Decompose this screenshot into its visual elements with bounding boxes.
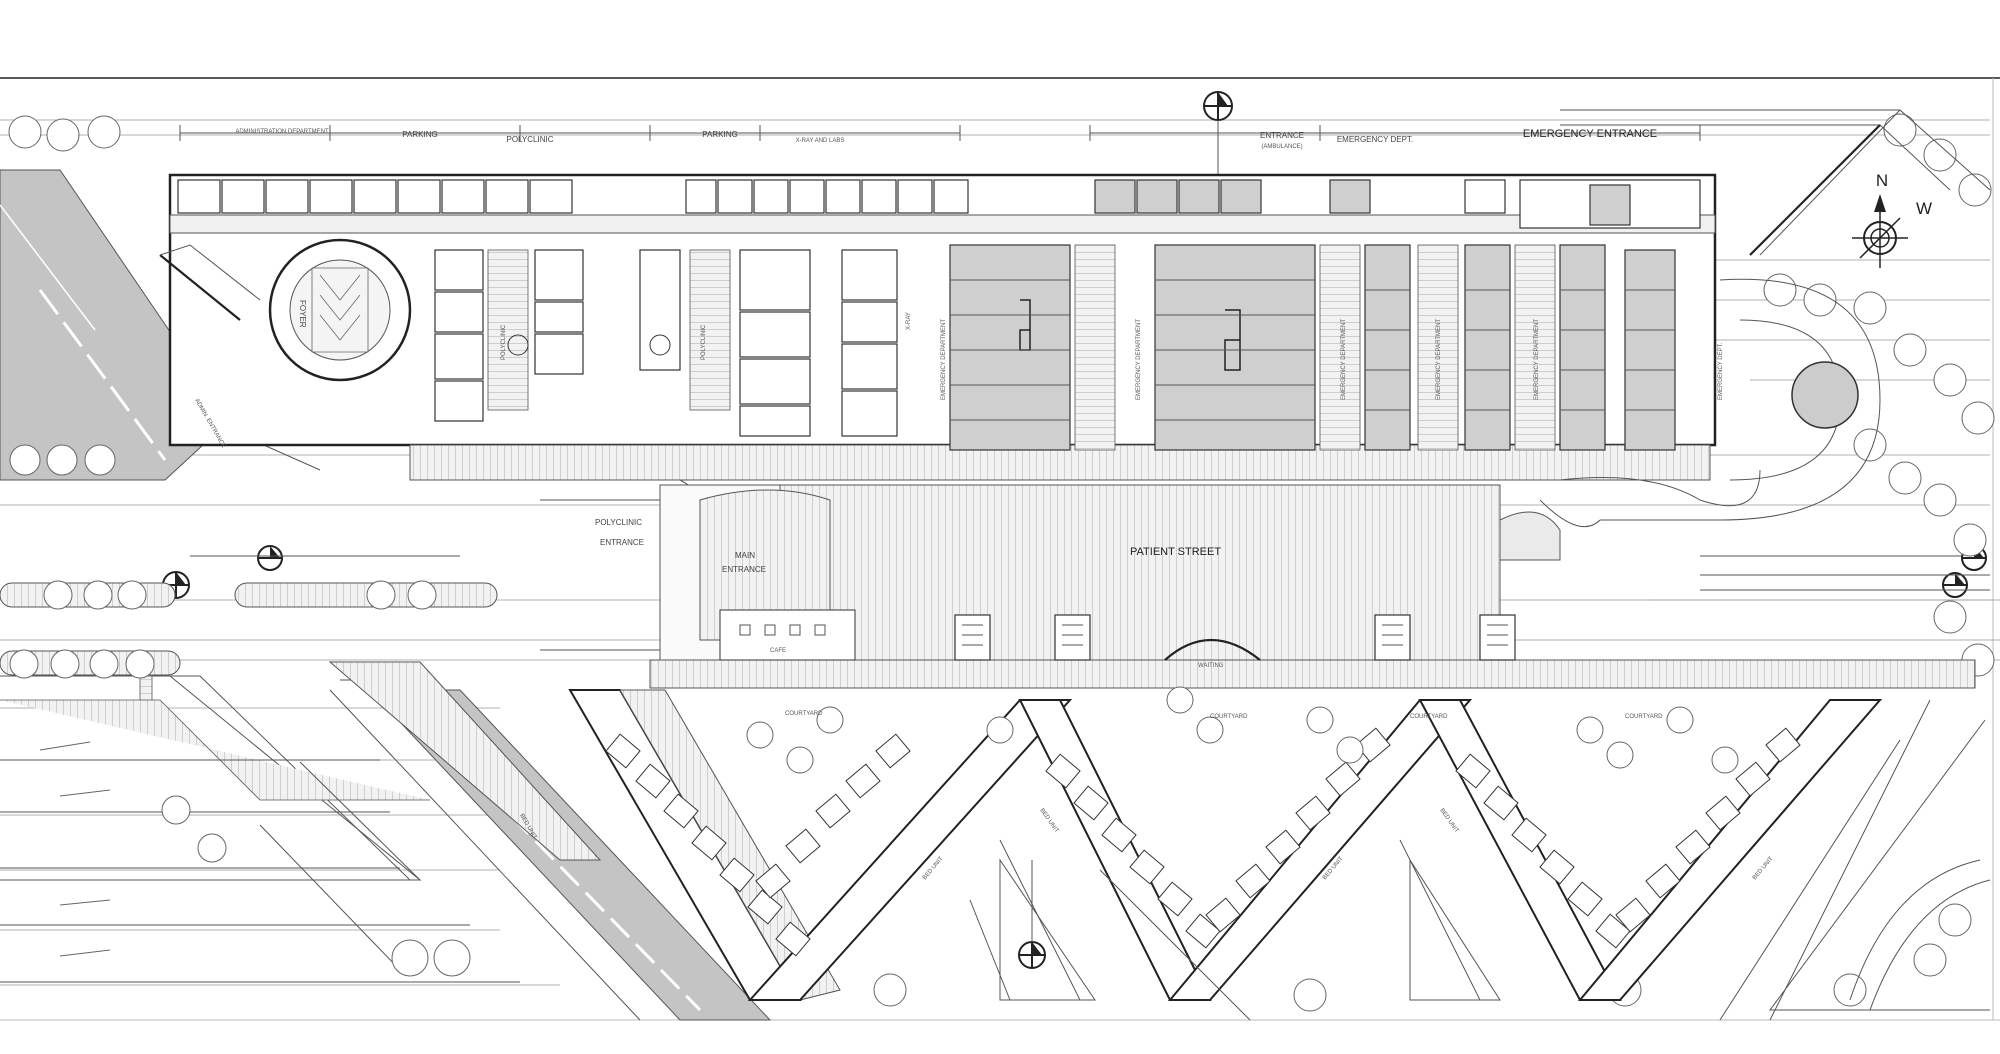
bed-units	[568, 689, 1931, 1021]
parking-lot	[0, 675, 520, 983]
bed-unit-rooms	[605, 727, 1801, 957]
section-marker-top	[1203, 91, 1233, 121]
label-bed-unit-3: BED UNIT	[1038, 808, 1059, 835]
label-emergency-wing-4: EMERGENCY DEPARTMENT	[1436, 319, 1442, 400]
emergency-blocks	[949, 244, 1676, 451]
label-parking-2: PARKING	[702, 130, 737, 139]
label-polyclinic-top: POLYCLINIC	[507, 135, 554, 144]
label-polyclinic-entrance-1: POLYCLINIC	[595, 518, 642, 527]
label-courtyard-2: COURTYARD	[1210, 714, 1248, 720]
label-emergency-wing-3: EMERGENCY DEPARTMENT	[1341, 319, 1347, 400]
label-courtyard-1: COURTYARD	[785, 711, 823, 717]
top-dimension-strip	[179, 125, 1701, 141]
north-arrow-icon	[1852, 194, 1908, 268]
label-ambulance: (AMBULANCE)	[1261, 144, 1302, 150]
label-entrance-ambulance: ENTRANCE	[1260, 131, 1304, 140]
compass-west: W	[1916, 199, 1932, 218]
polyclinic-wing	[434, 249, 898, 437]
label-courtyard-3: COURTYARD	[1625, 714, 1663, 720]
emergency-loop-road	[1560, 109, 1991, 1011]
cafe-pavilion	[719, 609, 856, 661]
label-main-entrance-1: MAIN	[735, 551, 755, 560]
label-emergency-wing-1: EMERGENCY DEPARTMENT	[941, 319, 947, 400]
label-foyer: FOYER	[298, 300, 307, 328]
label-waiting: WAITING	[1198, 663, 1224, 669]
label-bed-unit-5: BED UNIT	[1438, 808, 1459, 835]
label-emergency-dept-side: EMERGENCY DEPT.	[1718, 342, 1724, 400]
section-marker-bottom	[1018, 941, 1046, 969]
section-marker-right-2	[1942, 572, 1968, 598]
frame	[0, 77, 2000, 1021]
label-xray-wing: X-RAY	[906, 312, 912, 330]
label-xray-labs: X-RAY AND LABS	[796, 138, 845, 144]
label-bed-unit-6: BED UNIT	[1752, 856, 1775, 882]
lower-landscape	[999, 719, 1990, 1011]
label-patient-street: PATIENT STREET	[1130, 546, 1221, 558]
label-emergency-wing-2: EMERGENCY DEPARTMENT	[1136, 319, 1142, 400]
courtyards	[746, 686, 1739, 774]
label-emergency-wing-5: EMERGENCY DEPARTMENT	[1534, 319, 1540, 400]
vertical-cores	[954, 614, 1516, 661]
foyer-rotunda	[159, 238, 412, 382]
patient-street	[649, 484, 1976, 689]
section-marker-mid	[257, 545, 283, 571]
label-polyclinic-entrance-2: ENTRANCE	[600, 538, 644, 547]
label-courtyard-4: COURTYARD	[1410, 714, 1448, 720]
label-polyclinic-wing-1: POLYCLINIC	[501, 324, 507, 360]
label-main-entrance-2: ENTRANCE	[722, 565, 766, 574]
label-parking-1: PARKING	[402, 130, 437, 139]
admin-rooms	[177, 179, 1701, 229]
label-emergency-entrance: EMERGENCY ENTRANCE	[1523, 128, 1657, 140]
compass-north: N	[1876, 171, 1888, 190]
label-admin-dept: ADMINISTRATION DEPARTMENT	[235, 129, 329, 135]
label-cafe: CAFE	[770, 648, 786, 654]
label-emergency-dept-top: EMERGENCY DEPT.	[1337, 135, 1413, 144]
label-polyclinic-wing-2: POLYCLINIC	[701, 324, 707, 360]
